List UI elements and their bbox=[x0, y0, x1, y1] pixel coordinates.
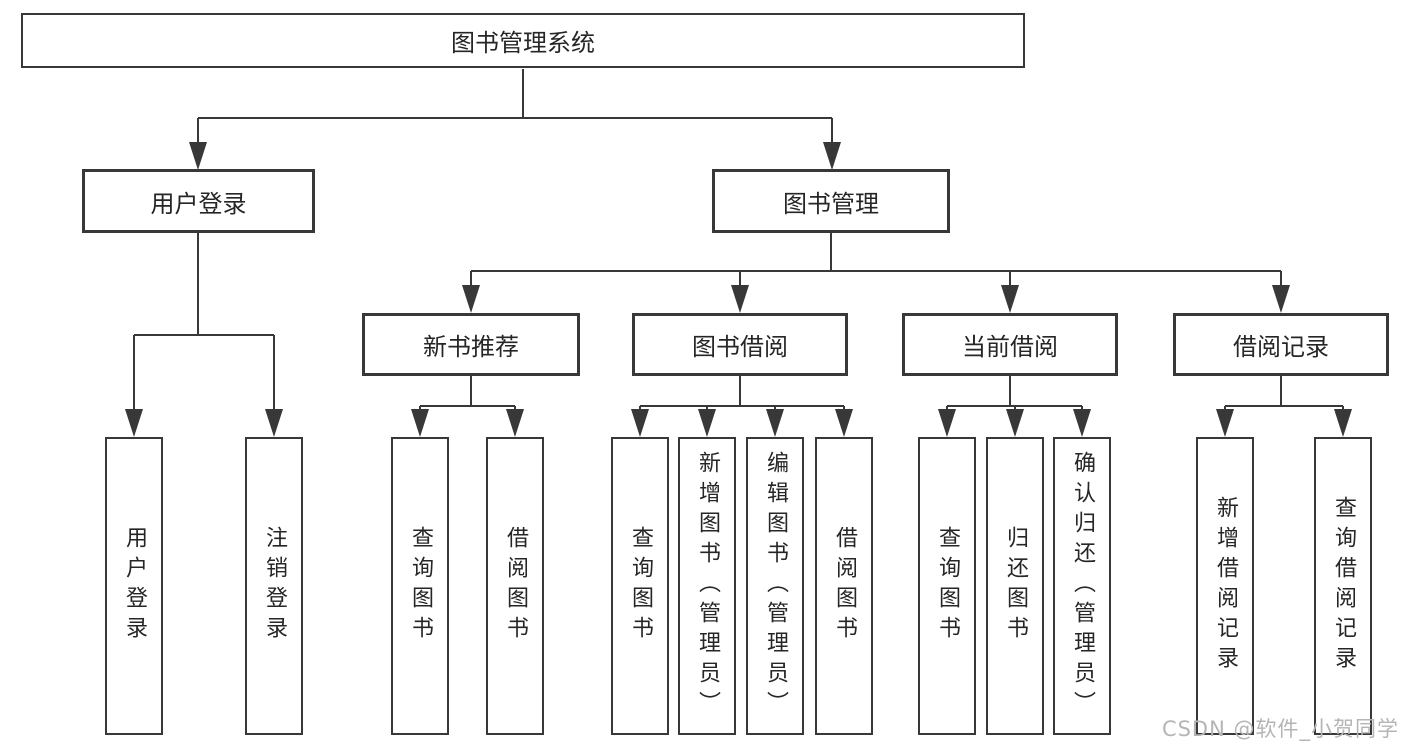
leaf-query-books-current: 查询图书 bbox=[918, 437, 976, 735]
watermark: CSDN @软件_小贺同学 bbox=[1161, 717, 1399, 741]
leaf-query-books-borrow: 查询图书 bbox=[611, 437, 669, 735]
connector-new-book-recommend-to-leaves bbox=[411, 376, 524, 437]
node-root: 图书管理系统 bbox=[21, 13, 1025, 68]
connector-book-borrow-to-leaves bbox=[631, 376, 853, 437]
node-book-borrow: 图书借阅 bbox=[632, 313, 848, 376]
leaf-return-books: 归还图书 bbox=[986, 437, 1044, 735]
node-user-login: 用户登录 bbox=[82, 169, 315, 233]
leaf-borrow-books: 借阅图书 bbox=[815, 437, 873, 735]
connector-user-login-to-leaves bbox=[125, 233, 283, 437]
leaf-query-books-recommend: 查询图书 bbox=[391, 437, 449, 735]
leaf-borrow-books-recommend: 借阅图书 bbox=[486, 437, 544, 735]
leaf-add-books-admin: 新增图书（管理员） bbox=[678, 437, 736, 735]
leaf-edit-books-admin: 编辑图书（管理员） bbox=[746, 437, 804, 735]
leaf-user-login: 用户登录 bbox=[105, 437, 163, 735]
connector-current-borrow-to-leaves bbox=[938, 376, 1091, 437]
leaf-query-borrow-record: 查询借阅记录 bbox=[1314, 437, 1372, 735]
leaf-add-borrow-record: 新增借阅记录 bbox=[1196, 437, 1254, 735]
connector-root-to-level2 bbox=[189, 69, 841, 170]
node-new-book-recommend: 新书推荐 bbox=[362, 313, 580, 376]
connector-book-management-to-level3 bbox=[462, 233, 1290, 313]
node-book-management: 图书管理 bbox=[712, 169, 950, 233]
leaf-confirm-return-admin: 确认归还（管理员） bbox=[1053, 437, 1111, 735]
node-current-borrow: 当前借阅 bbox=[902, 313, 1118, 376]
connector-borrow-records-to-leaves bbox=[1216, 376, 1352, 437]
leaf-logout: 注销登录 bbox=[245, 437, 303, 735]
node-borrow-records: 借阅记录 bbox=[1173, 313, 1389, 376]
